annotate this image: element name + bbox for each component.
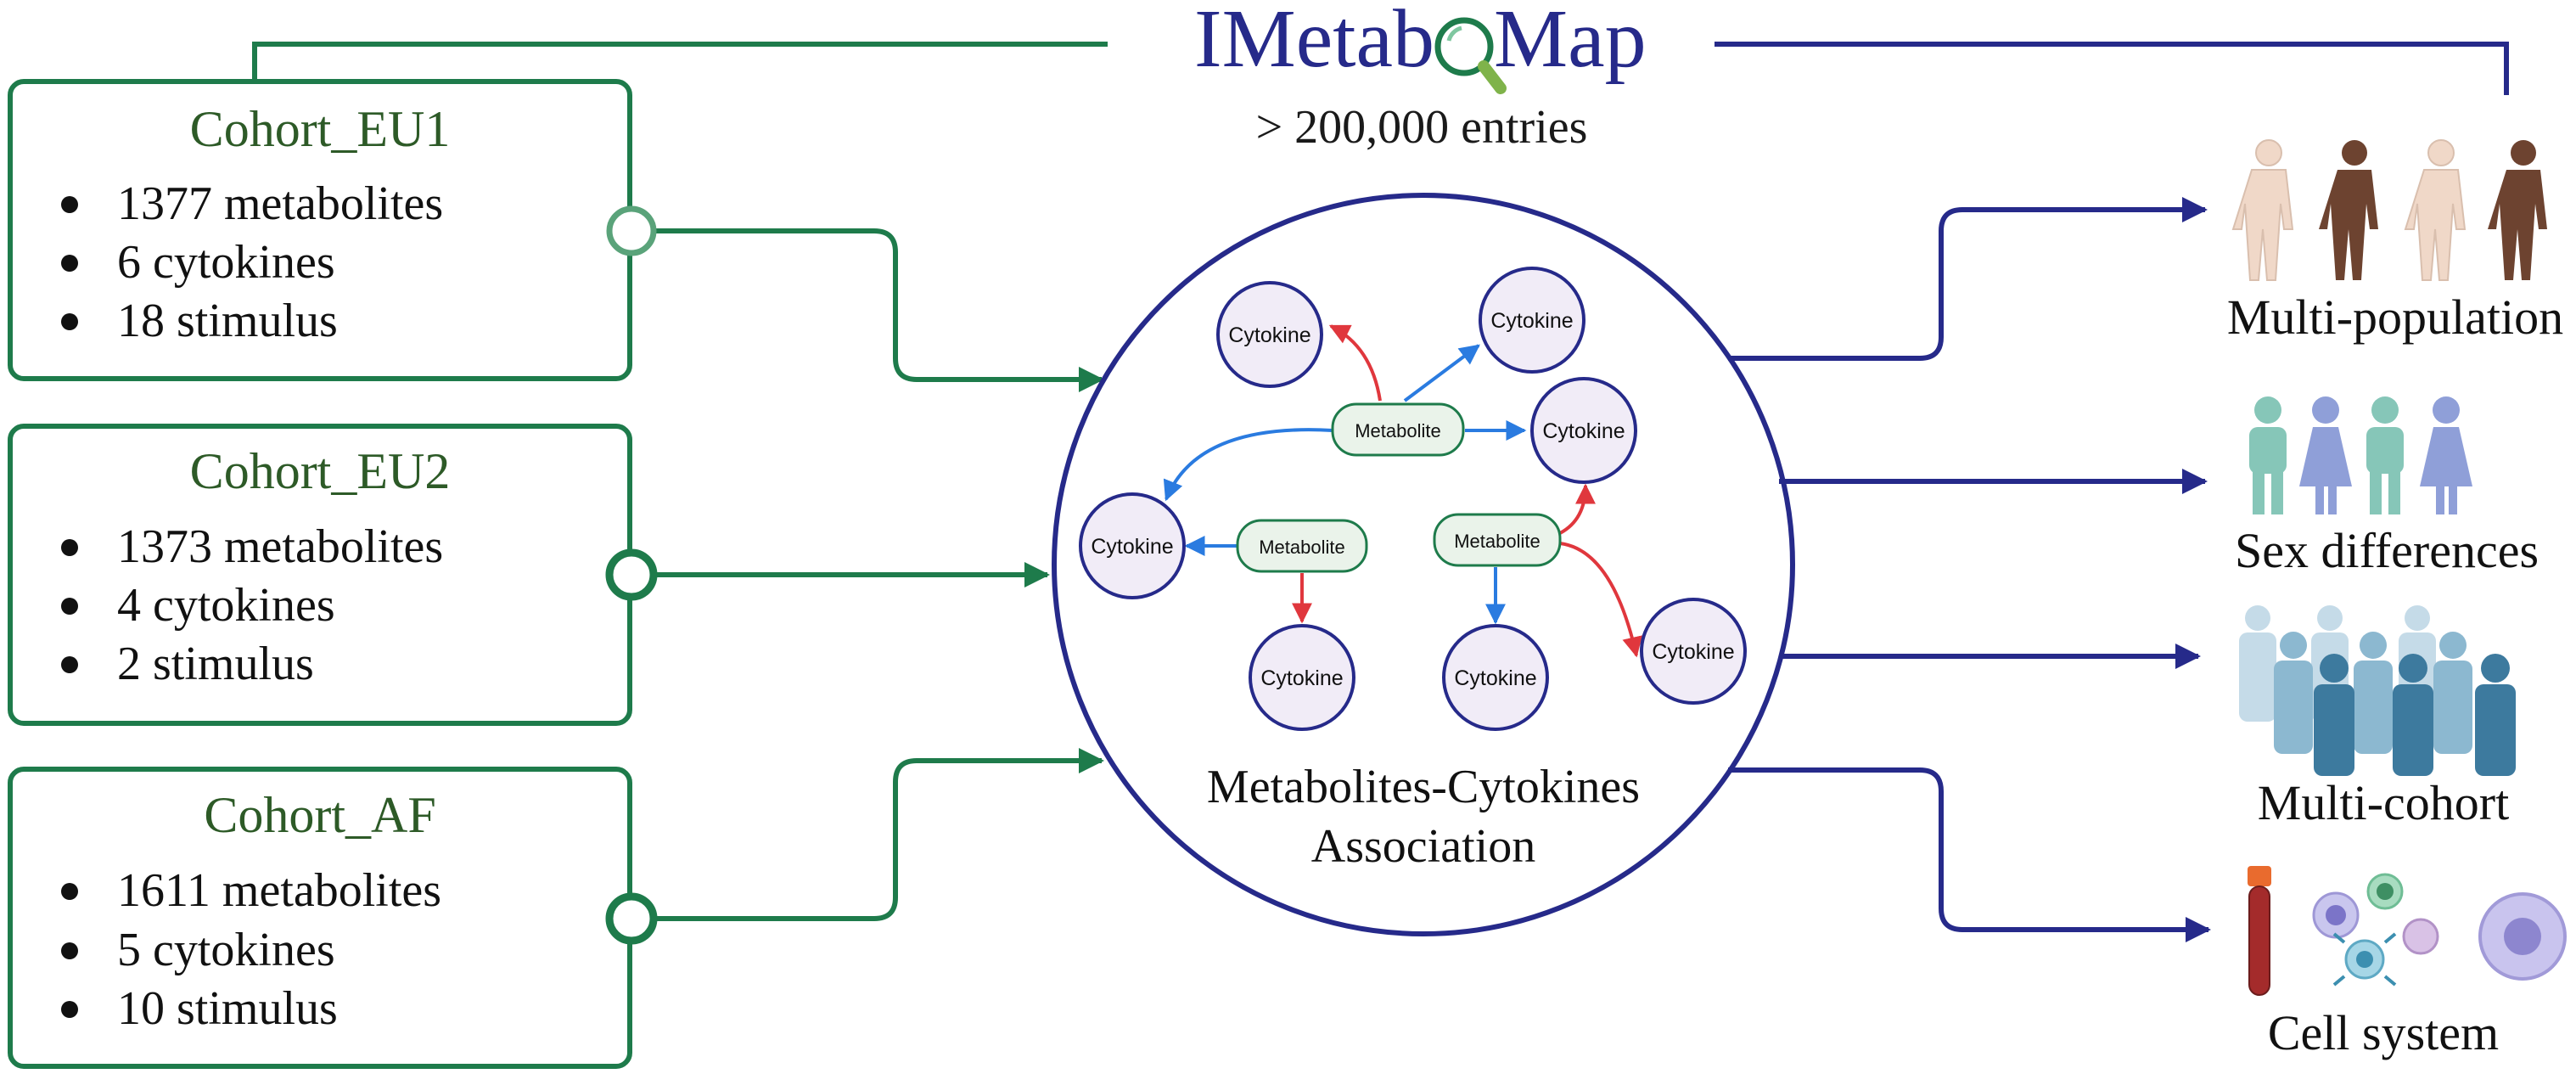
metabolite-node: Metabolite [1433,513,1562,567]
cytokine-label: Cytokine [1091,535,1173,559]
cohort-box-af: Cohort_AF 1611 metabolites 5 cytokines 1… [8,767,632,1069]
cytokine-node: Cytokine [1479,267,1585,374]
cohort-item: 2 stimulus [117,638,314,690]
cohort-connectors [605,205,1104,945]
cytokine-node: Cytokine [1079,492,1186,599]
edge-red [1328,324,1382,402]
cytokine-label: Cytokine [1542,419,1625,443]
association-network: Cytokine Cytokine Cytokine Cytokine Cyto… [1052,193,1795,936]
cytokine-label: Cytokine [1228,323,1310,347]
human-figures-icon [2231,139,2547,281]
bullet [61,883,78,900]
cohort-item: 18 stimulus [117,295,338,347]
bullet [61,196,78,213]
connector-node-af [605,892,658,945]
network-caption-line1: Metabolites-Cytokines [1207,761,1640,813]
edge-blue [1163,428,1333,502]
cohort-item: 6 cytokines [117,236,335,289]
connector-af [654,748,1104,921]
cohort-box-eu1: Cohort_EU1 1377 metabolites 6 cytokines … [8,79,632,381]
connector-node-eu2 [605,548,658,601]
cohort-item: 1377 metabolites [117,177,443,230]
cohort-item: 5 cytokines [117,924,335,976]
title-group: IMetab Map > 200,000 entries [252,0,2509,154]
metabolite-node: Metabolite [1236,519,1368,573]
male-female-icon [2249,396,2472,514]
cohort-item: 1611 metabolites [117,864,441,917]
blood-cells-icon [2248,866,2567,996]
cytokine-node: Cytokine [1249,624,1355,731]
output-label-sex-differences: Sex differences [2235,523,2539,578]
edge-red [1559,542,1642,658]
cohort-item: 1373 metabolites [117,520,443,573]
bullet [61,1001,78,1018]
connector-eu1 [654,228,1104,392]
metabolite-label: Metabolite [1259,537,1345,558]
output-label-multi-population: Multi-population [2227,290,2563,345]
cytokine-node: Cytokine [1442,624,1549,731]
title-suffix: Map [1494,0,1647,85]
cohort-name: Cohort_AF [204,787,435,843]
title-connector-right [1715,42,2509,95]
output-label-cell-system: Cell system [2268,1005,2499,1060]
output-label-multi-cohort: Multi-cohort [2258,775,2509,830]
cytokine-label: Cytokine [1652,640,1734,664]
cytokine-label: Cytokine [1260,666,1343,690]
cohort-name: Cohort_EU1 [190,101,451,157]
bullet [61,313,78,330]
cytokine-label: Cytokine [1490,309,1573,333]
bullet [61,539,78,556]
metabolite-label: Metabolite [1355,420,1441,441]
connector-cell-system [1728,767,2211,942]
bullet [61,942,78,959]
bullet [61,656,78,673]
metabolite-label: Metabolite [1454,531,1541,552]
connector-multi-population [1728,197,2208,361]
connector-node-eu1 [606,205,657,256]
edge-red [1559,483,1596,535]
cytokine-node: Cytokine [1216,281,1323,388]
cytokine-label: Cytokine [1454,666,1536,690]
network-caption-line2: Association [1311,820,1535,873]
cytokine-node: Cytokine [1530,377,1637,484]
edge-blue [1403,344,1480,402]
cytokine-node: Cytokine [1640,598,1747,705]
metabolite-node: Metabolite [1331,402,1465,457]
title-subtitle: > 200,000 entries [1256,101,1588,154]
cohort-box-eu2: Cohort_EU2 1373 metabolites 4 cytokines … [8,424,632,726]
output-connectors [1728,197,2211,942]
magnifier-icon [1434,17,1507,94]
bullet [61,598,78,615]
cohort-item: 10 stimulus [117,982,338,1035]
cohort-name: Cohort_EU2 [190,443,451,499]
crowd-icon [2239,605,2516,776]
cohort-item: 4 cytokines [117,579,335,632]
title-prefix: IMetab [1194,0,1434,85]
association-circle [1052,193,1795,936]
bullet [61,255,78,272]
